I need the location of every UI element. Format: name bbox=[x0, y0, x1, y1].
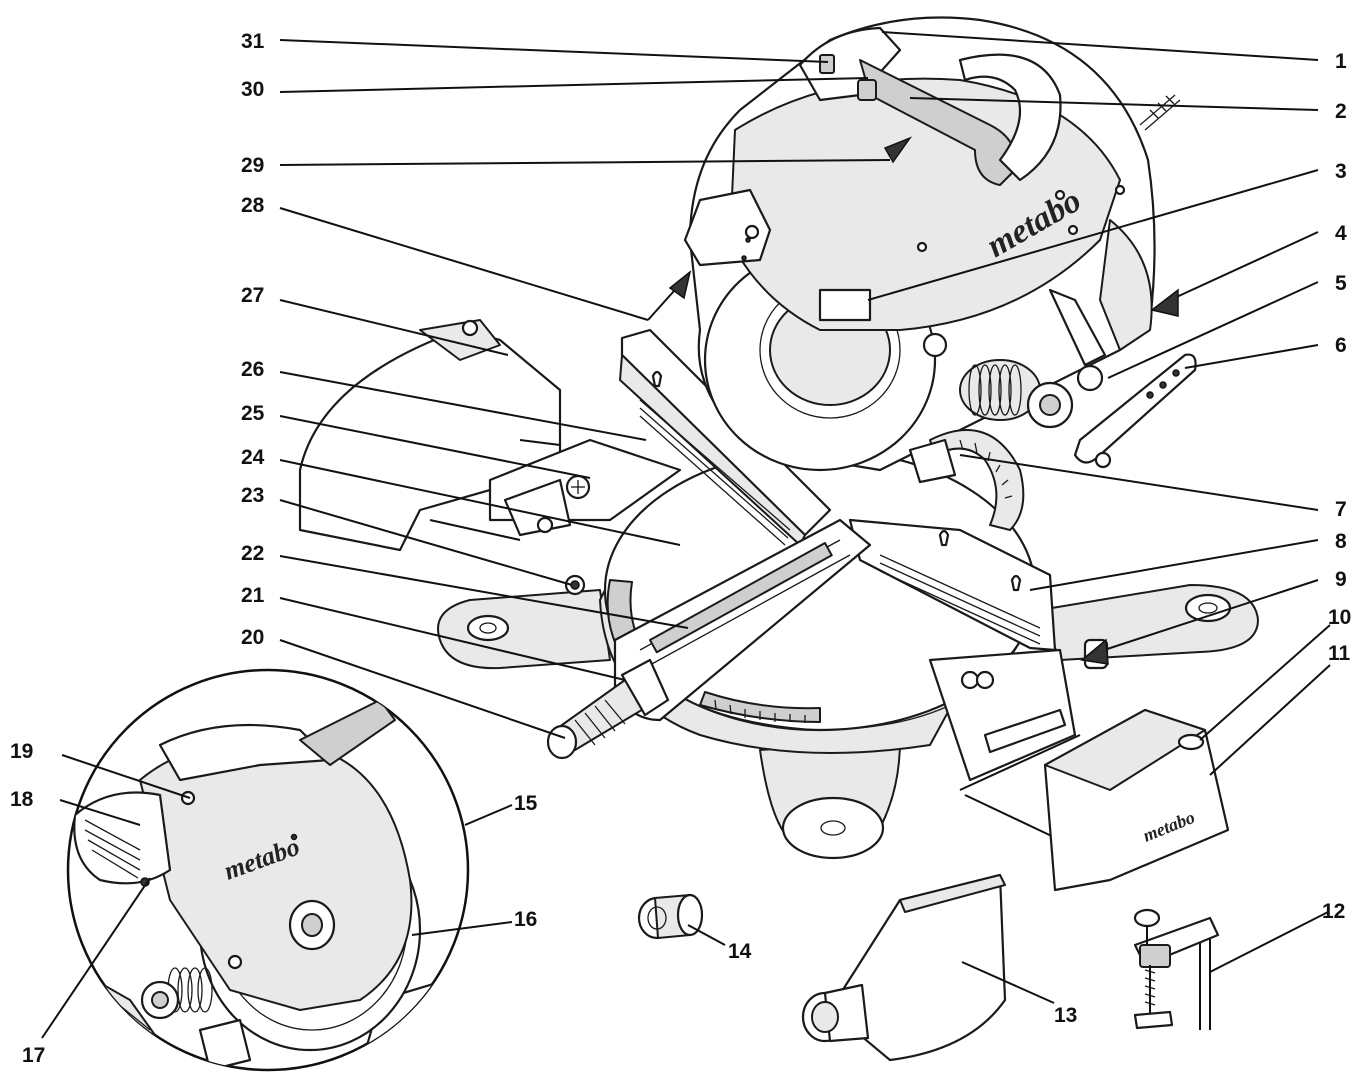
callout-29: 29 bbox=[241, 154, 264, 177]
callout-1: 1 bbox=[1335, 50, 1347, 73]
callout-9: 9 bbox=[1335, 568, 1347, 591]
callout-labels: 31 30 29 28 27 26 25 24 23 22 21 20 19 1… bbox=[10, 30, 1351, 1067]
callout-12: 12 bbox=[1322, 900, 1345, 923]
dust-bag-adapter bbox=[637, 893, 704, 940]
callout-22: 22 bbox=[241, 542, 264, 565]
pivot-spring bbox=[818, 288, 1107, 531]
dust-bag bbox=[801, 873, 1007, 1062]
callout-20: 20 bbox=[241, 626, 264, 649]
callout-24: 24 bbox=[241, 446, 265, 469]
callout-14: 14 bbox=[728, 940, 752, 963]
callout-21: 21 bbox=[241, 584, 265, 607]
saw-head: metabo bbox=[683, 16, 1197, 531]
callout-31: 31 bbox=[241, 30, 265, 53]
callout-13: 13 bbox=[1054, 1004, 1077, 1027]
callout-4: 4 bbox=[1335, 222, 1347, 245]
callout-16: 16 bbox=[514, 908, 537, 931]
work-stop-assembly: metabo bbox=[928, 638, 1230, 892]
callout-25: 25 bbox=[241, 402, 265, 425]
leader-lines bbox=[41, 31, 1331, 1039]
callout-5: 5 bbox=[1335, 272, 1347, 295]
callout-27: 27 bbox=[241, 284, 264, 307]
callout-3: 3 bbox=[1335, 160, 1347, 183]
callout-11: 11 bbox=[1328, 642, 1351, 665]
callout-26: 26 bbox=[241, 358, 264, 381]
callout-2: 2 bbox=[1335, 100, 1347, 123]
callout-15: 15 bbox=[514, 792, 538, 815]
detail-inset: metabo bbox=[66, 668, 470, 1072]
callout-17: 17 bbox=[22, 1044, 45, 1067]
callout-10: 10 bbox=[1328, 606, 1351, 629]
callout-18: 18 bbox=[10, 788, 34, 811]
miter-arm bbox=[546, 518, 872, 760]
fence-right bbox=[848, 518, 1057, 652]
callout-23: 23 bbox=[241, 484, 264, 507]
callout-30: 30 bbox=[241, 78, 264, 101]
callout-19: 19 bbox=[10, 740, 33, 763]
material-clamp bbox=[1133, 908, 1220, 1030]
left-table-extension bbox=[298, 319, 682, 596]
callout-28: 28 bbox=[241, 194, 265, 217]
callout-7: 7 bbox=[1335, 498, 1347, 521]
callout-8: 8 bbox=[1335, 530, 1347, 553]
callout-6: 6 bbox=[1335, 334, 1347, 357]
